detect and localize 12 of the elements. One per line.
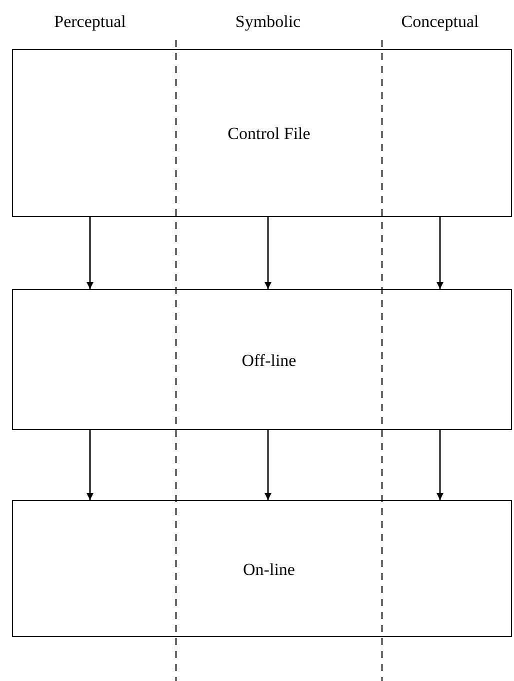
process-box: [12, 500, 512, 637]
arrow: [436, 430, 444, 500]
arrow: [86, 217, 94, 289]
process-box: [12, 289, 512, 430]
column-heading: Conceptual: [401, 12, 479, 32]
arrow: [436, 217, 444, 289]
column-heading: Perceptual: [54, 12, 126, 32]
arrow: [86, 430, 94, 500]
arrow: [264, 217, 272, 289]
process-box: [12, 49, 512, 217]
column-heading: Symbolic: [235, 12, 301, 32]
arrow: [264, 430, 272, 500]
